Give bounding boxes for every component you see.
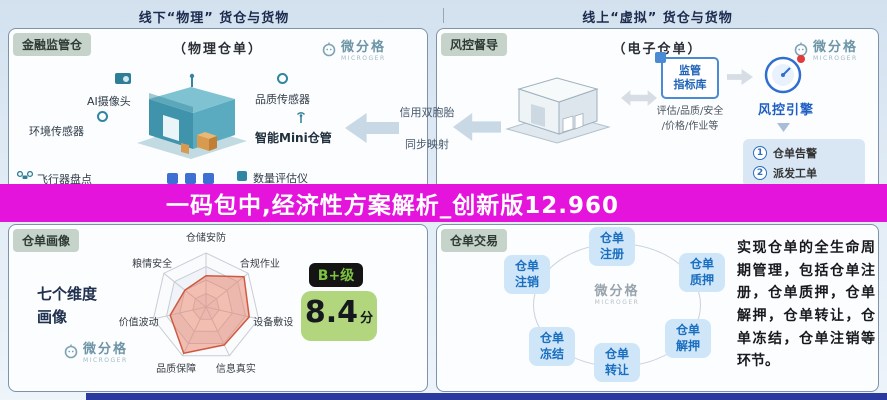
exchange-arrow-icon (621, 90, 657, 106)
brand-text: 微分格 MICROGER (813, 40, 859, 63)
node-release: 仓单 解押 (665, 319, 711, 359)
lifecycle-description: 实现仓单的全生命周期管理，包括仓单注册，仓单质押，仓单解押，仓单转让，仓单冻结，… (737, 240, 875, 370)
robot-face-icon (64, 344, 78, 359)
brand-subname: MICROGER (813, 55, 858, 63)
seven-dimensions-heading: 七个维度 画像 (37, 285, 98, 326)
svg-text:品质保障: 品质保障 (156, 362, 196, 375)
header-offline: 线下“物理” 货仓与货物 (138, 11, 290, 26)
camera-icon (115, 73, 131, 84)
svg-text:仓储安防: 仓储安防 (186, 231, 226, 244)
smart-mini-keeper-label: 智能Mini仓管 (255, 131, 332, 145)
risk-engine-label: 风控引擎 (758, 103, 815, 118)
indicator-note: 评估/品质/安全 /价格/作业等 (656, 106, 724, 132)
brand-subname: MICROGER (594, 299, 640, 307)
physical-receipt-title: （物理仓单） (172, 42, 263, 57)
alert-item: 1 仓单告警 (753, 145, 855, 161)
brand-logo: 微分格 MICROGER (577, 284, 657, 307)
brand-name: 微分格 (83, 342, 129, 357)
antenna-icon (296, 112, 306, 123)
risk-engine-icon (764, 56, 802, 94)
node-pledge: 仓单 质押 (679, 253, 725, 293)
robot-face-icon (322, 42, 336, 57)
number-badge: 1 (753, 146, 767, 160)
flow-arrow-down-icon (777, 123, 790, 132)
environment-sensor-icon (97, 111, 108, 122)
svg-text:合规作业: 合规作业 (240, 257, 280, 270)
environment-sensor-label: 环境传感器 (29, 125, 84, 138)
alert-dot-icon (797, 55, 805, 63)
virtual-warehouse-panel: 风控督导 （电子仓单） 微分格 MICROGER 监管 指标库 评估/品质/安全… (436, 28, 879, 206)
score-card: 8.4 分 (301, 291, 377, 341)
physical-warehouse-illustration (137, 73, 247, 159)
alert-label: 派发工单 (773, 167, 817, 180)
smart-device-icon (203, 173, 214, 184)
receipt-trading-panel: 仓单交易 微分格 MICROGER 仓单 注册 仓单 质押 仓单 解押 仓单 转… (436, 224, 879, 392)
number-badge: 2 (753, 166, 767, 180)
receipt-portrait-tag: 仓单画像 (13, 229, 80, 252)
financial-supervision-tag: 金融监管仓 (13, 33, 92, 56)
svg-text:信息真实: 信息真实 (216, 362, 256, 375)
virtual-warehouse-illustration (505, 77, 611, 144)
brand-subname: MICROGER (83, 357, 128, 365)
supervision-indicator-box: 监管 指标库 (661, 57, 719, 99)
brand-logo: 微分格 MICROGER (793, 40, 859, 63)
quality-sensor-icon (277, 73, 288, 84)
brand-text: 微分格 MICROGER (83, 342, 129, 365)
indicator-db-icon (655, 52, 666, 63)
node-register: 仓单 注册 (589, 227, 635, 267)
brand-name: 微分格 (594, 284, 640, 299)
score-value: 8.4 (304, 295, 359, 330)
alert-label: 仓单告警 (773, 147, 817, 160)
brand-logo: 微分格 MICROGER (63, 342, 129, 365)
sync-mapping-label: 同步映射 (405, 138, 449, 151)
grade-badge: B+级 (309, 263, 363, 287)
brand-text: 微分格 MICROGER (341, 40, 387, 63)
drone-inventory-label: 飞行器盘点 (37, 173, 92, 186)
ai-camera-label: AI摄像头 (87, 95, 131, 108)
node-cancel: 仓单 注销 (504, 255, 550, 295)
header-online: 线上“虚拟” 货仓与货物 (582, 11, 733, 26)
alert-item: 2 派发工单 (753, 165, 855, 181)
score-unit: 分 (360, 311, 374, 326)
receipt-portrait-panel: 仓单画像 七个维度 画像 微分格 MICROGER 仓储安防合规作业设备敷设信息… (8, 224, 428, 392)
electronic-receipt-title: （电子仓单） (612, 42, 703, 57)
node-transfer: 仓单 转让 (594, 343, 640, 383)
physical-warehouse-panel: 金融监管仓 （物理仓单） 微分格 MICROGER AI摄像头 环境传 (8, 28, 428, 206)
seo-banner: 一码包中,经济性方案解析_创新版12.960 (0, 184, 887, 222)
smart-device-icon (167, 173, 178, 184)
flow-arrow-right-icon (727, 69, 753, 85)
brand-name: 微分格 (341, 40, 387, 55)
alert-list: 1 仓单告警 2 派发工单 (743, 139, 865, 187)
flow-arrow-left-icon (345, 113, 399, 143)
risk-supervision-tag: 风控督导 (441, 33, 508, 56)
quantity-meter-icon (237, 171, 247, 181)
quality-sensor-label: 品质传感器 (255, 93, 310, 106)
smart-device-icon (185, 173, 196, 184)
node-freeze: 仓单 冻结 (529, 327, 575, 367)
svg-text:价值波动: 价值波动 (119, 315, 159, 328)
brand-name: 微分格 (813, 40, 859, 55)
seo-banner-text: 一码包中,经济性方案解析_创新版12.960 (166, 193, 619, 219)
svg-text:粮情安全: 粮情安全 (132, 257, 172, 270)
header-divider (443, 8, 444, 23)
brand-logo: 微分格 MICROGER (321, 40, 387, 63)
quantity-meter-label: 数量评估仪 (253, 172, 308, 185)
brand-subname: MICROGER (341, 55, 386, 63)
receipt-trading-tag: 仓单交易 (441, 229, 508, 252)
drone-icon (17, 171, 33, 179)
credit-twin-label: 信用双胞胎 (399, 106, 455, 119)
bottom-bar (86, 393, 887, 400)
svg-text:设备敷设: 设备敷设 (253, 315, 293, 328)
